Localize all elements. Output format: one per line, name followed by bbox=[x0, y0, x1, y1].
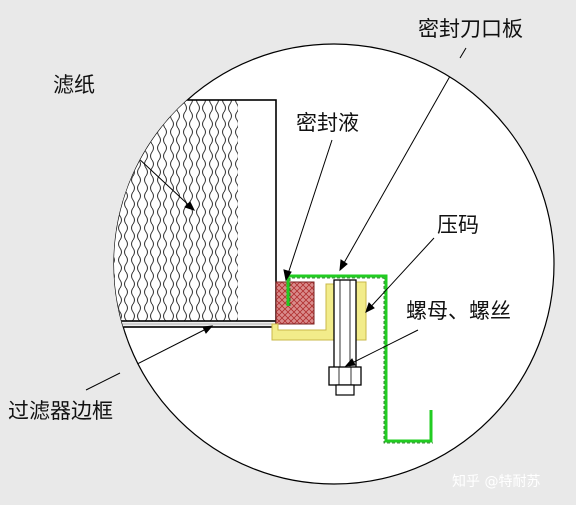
label-nut-bolt: 螺母、螺丝 bbox=[406, 299, 511, 323]
leader-lines-outer bbox=[85, 47, 467, 391]
label-press-block: 压码 bbox=[437, 213, 479, 237]
label-filter-frame: 过滤器边框 bbox=[8, 399, 113, 423]
bolt-shaft bbox=[333, 279, 357, 369]
press-block bbox=[271, 283, 337, 341]
filter-paper-margin bbox=[238, 100, 276, 322]
press-block-right bbox=[355, 281, 367, 341]
label-filter-paper: 滤纸 bbox=[53, 73, 95, 97]
label-sealing-liquid: 密封液 bbox=[296, 111, 359, 135]
watermark: 知乎 @特耐苏 bbox=[452, 473, 540, 490]
sealing-knife-plate bbox=[286, 274, 433, 443]
nut bbox=[328, 366, 362, 386]
label-sealing-knife-plate: 密封刀口板 bbox=[418, 17, 523, 41]
leader-lines bbox=[114, 47, 467, 391]
